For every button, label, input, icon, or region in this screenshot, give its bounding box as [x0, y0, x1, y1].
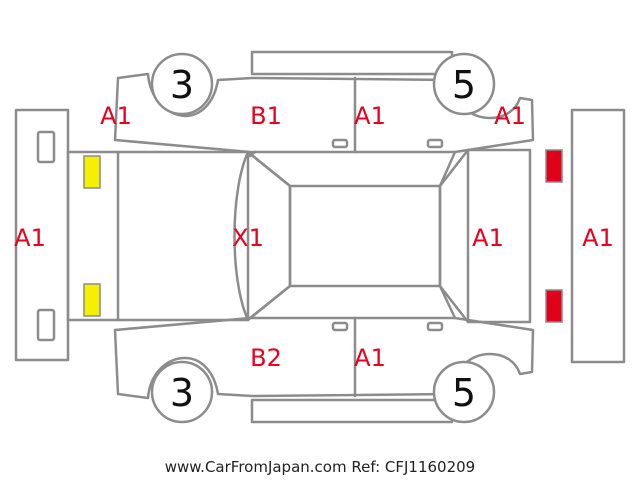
front-bumper-vent-bottom [36, 308, 56, 342]
windshield-shape [233, 150, 292, 322]
label-rear-left-door: A1 [354, 102, 386, 130]
wheel-rear-right-grade: 5 [452, 371, 476, 415]
headlight-top [83, 155, 101, 189]
taillight-bottom [545, 289, 563, 323]
label-rear-bumper: A1 [582, 224, 614, 252]
rear-bumper-shape [570, 108, 626, 364]
label-rear-right-door: A1 [354, 344, 386, 372]
label-front-left-door: B1 [250, 102, 282, 130]
label-front-bumper: A1 [14, 224, 46, 252]
wheel-front-left [150, 52, 214, 116]
wheel-front-right-grade: 3 [170, 371, 194, 415]
front-bumper-vent-top [36, 130, 56, 164]
label-tailgate: A1 [472, 224, 504, 252]
wheel-front-right [150, 360, 214, 424]
wheel-rear-left [432, 52, 496, 116]
wheel-front-left-grade: 3 [170, 63, 194, 107]
right-side-sill [250, 398, 454, 424]
label-front-right-door: B2 [250, 344, 282, 372]
front-bumper-shape [14, 108, 70, 362]
footer-reference: www.CarFromJapan.com Ref: CFJ1160209 [164, 458, 476, 476]
label-front-left-fender: A1 [100, 102, 132, 130]
wheel-rear-right [432, 360, 496, 424]
label-roof: X1 [232, 224, 264, 252]
taillight-top [545, 149, 563, 183]
label-rear-left-fender: A1 [494, 102, 526, 130]
headlight-bottom [83, 283, 101, 317]
roof-shape [288, 184, 442, 288]
left-mirror [246, 150, 292, 188]
wheel-rear-left-grade: 5 [452, 63, 476, 107]
left-side-sill [250, 50, 454, 76]
